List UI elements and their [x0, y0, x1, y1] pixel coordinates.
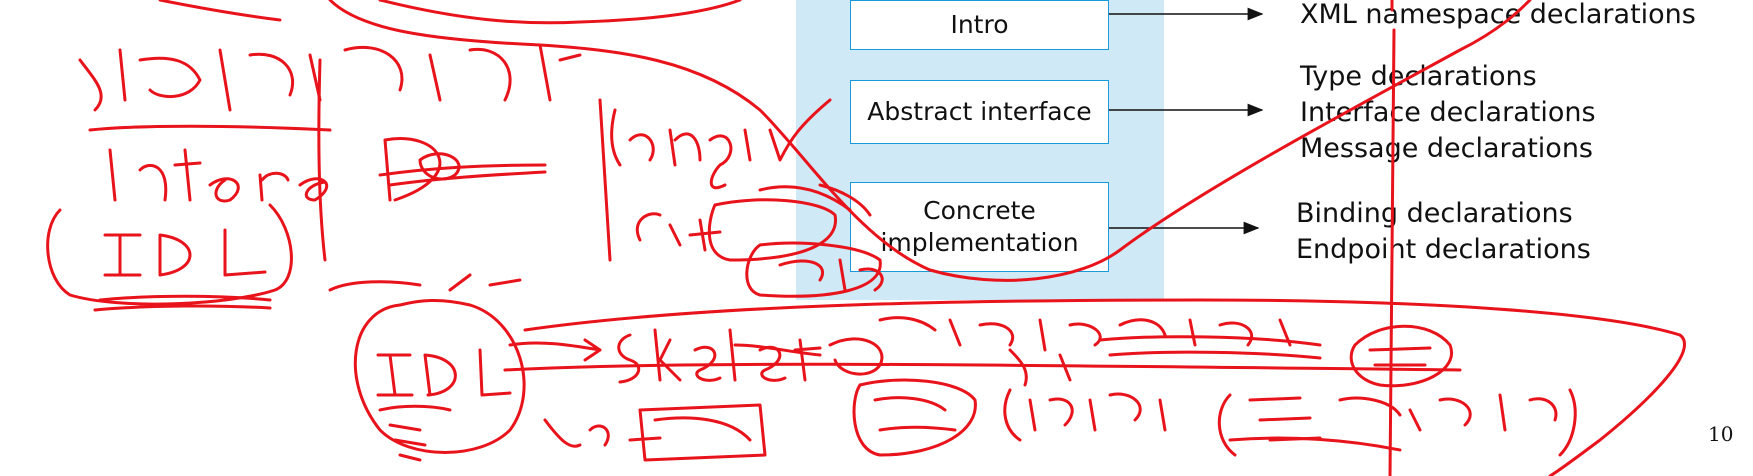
- abstract-interface-label: Abstract interface: [867, 96, 1092, 126]
- type-declarations: Type declarations: [1300, 61, 1537, 92]
- abstract-declarations: Type declarations Interface declarations…: [1300, 59, 1596, 167]
- concrete-label-line2: implementation: [880, 228, 1079, 257]
- concrete-label-line1: Concrete: [923, 195, 1036, 225]
- endpoint-declarations: Endpoint declarations: [1296, 234, 1591, 265]
- message-declarations: Message declarations: [1300, 133, 1593, 164]
- xml-namespace-declarations: XML namespace declarations: [1300, 0, 1696, 30]
- binding-declarations: Binding declarations: [1296, 198, 1573, 229]
- abstract-interface-box: Abstract interface: [850, 80, 1109, 144]
- intro-box: Intro: [850, 0, 1109, 50]
- handwritten-annotations: [46, 0, 1686, 476]
- interface-declarations: Interface declarations: [1300, 97, 1596, 128]
- concrete-implementation-box: Concrete implementation: [850, 182, 1109, 272]
- page-number: 10: [1708, 422, 1734, 446]
- intro-label: Intro: [950, 9, 1009, 39]
- concrete-declarations: Binding declarations Endpoint declaratio…: [1296, 196, 1591, 268]
- intro-declarations: XML namespace declarations: [1300, 0, 1696, 33]
